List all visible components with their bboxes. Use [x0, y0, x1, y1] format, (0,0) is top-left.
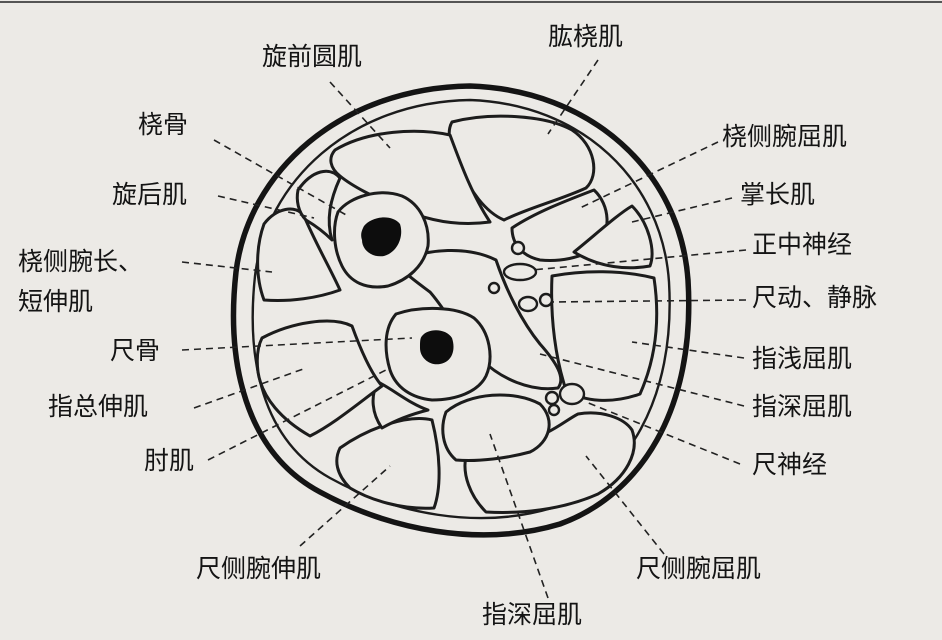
- leader-fdp-bottom: [489, 433, 549, 599]
- leader-anconeus: [207, 369, 387, 461]
- fdp-muscle-bottom: [441, 393, 551, 462]
- ulnar-vein: [538, 292, 554, 308]
- median-vessel: [487, 281, 501, 295]
- label-flexor-carpi-radialis: 桡侧腕屈肌: [722, 122, 848, 151]
- leader-flexor-carpi-ulnaris: [585, 455, 665, 555]
- fds-muscle: [550, 270, 659, 402]
- label-fdp-bottom: 指深屈肌: [482, 600, 583, 629]
- label-ext-carpi-radialis-1: 桡侧腕长、: [18, 247, 144, 276]
- fdp-muscle-central: [396, 248, 563, 391]
- label-anconeus: 肘肌: [144, 446, 195, 475]
- leader-ext-carpi-radialis: [181, 261, 273, 273]
- label-brachioradialis: 肱桡肌: [548, 22, 624, 51]
- leader-ulna: [181, 337, 413, 351]
- ulnar-nerve-vessel-2: [547, 403, 561, 417]
- label-radius: 桡骨: [138, 110, 189, 139]
- ulnar-nerve-shape: [558, 382, 586, 406]
- label-median-nerve: 正中神经: [752, 230, 853, 259]
- leader-supinator: [217, 195, 315, 219]
- label-ext-digitorum: 指总伸肌: [48, 392, 149, 421]
- leader-ext-digitorum: [193, 367, 307, 409]
- ulnar-artery: [517, 295, 539, 313]
- median-nerve-shape: [502, 262, 538, 282]
- label-ext-carpi-radialis-2: 短伸肌: [18, 287, 94, 316]
- label-ext-carpi-ulnaris: 尺侧腕伸肌: [196, 554, 322, 583]
- median-artery: [510, 240, 526, 256]
- label-ulna: 尺骨: [110, 336, 161, 365]
- leader-pronator-teres: [329, 81, 391, 149]
- leader-ulnar-nerve: [585, 401, 741, 465]
- ext-carpi-ulnaris-muscle: [335, 417, 441, 510]
- leader-flexor-carpi-radialis: [579, 141, 719, 209]
- leader-ulnar-artery-vein: [551, 299, 747, 303]
- skin-outline: [230, 83, 692, 538]
- leader-brachioradialis: [547, 59, 599, 135]
- label-palmaris-longus: 掌长肌: [740, 180, 816, 209]
- anconeus-muscle: [371, 380, 430, 430]
- leader-lines: [181, 59, 747, 599]
- ulna-marrow: [420, 330, 454, 365]
- ext-carpi-radialis-muscle: [256, 207, 342, 302]
- label-fds: 指浅屈肌: [752, 344, 853, 373]
- supinator-muscle: [295, 169, 342, 242]
- label-pronator-teres: 旋前圆肌: [262, 42, 363, 71]
- ext-digitorum-muscle: [255, 319, 384, 438]
- label-flexor-carpi-ulnaris: 尺侧腕屈肌: [636, 554, 762, 583]
- label-supinator: 旋后肌: [112, 180, 188, 209]
- leader-palmaris-longus: [631, 197, 733, 223]
- label-fdp-right: 指深屈肌: [752, 392, 853, 421]
- radius-marrow: [361, 217, 402, 257]
- leader-ext-carpi-ulnaris: [299, 465, 391, 547]
- leader-fds: [631, 341, 745, 359]
- label-ulnar-artery-vein: 尺动、静脉: [752, 283, 878, 312]
- leader-radius: [213, 139, 349, 217]
- label-ulnar-nerve: 尺神经: [752, 450, 828, 479]
- ulnar-nerve-vessel: [544, 390, 560, 406]
